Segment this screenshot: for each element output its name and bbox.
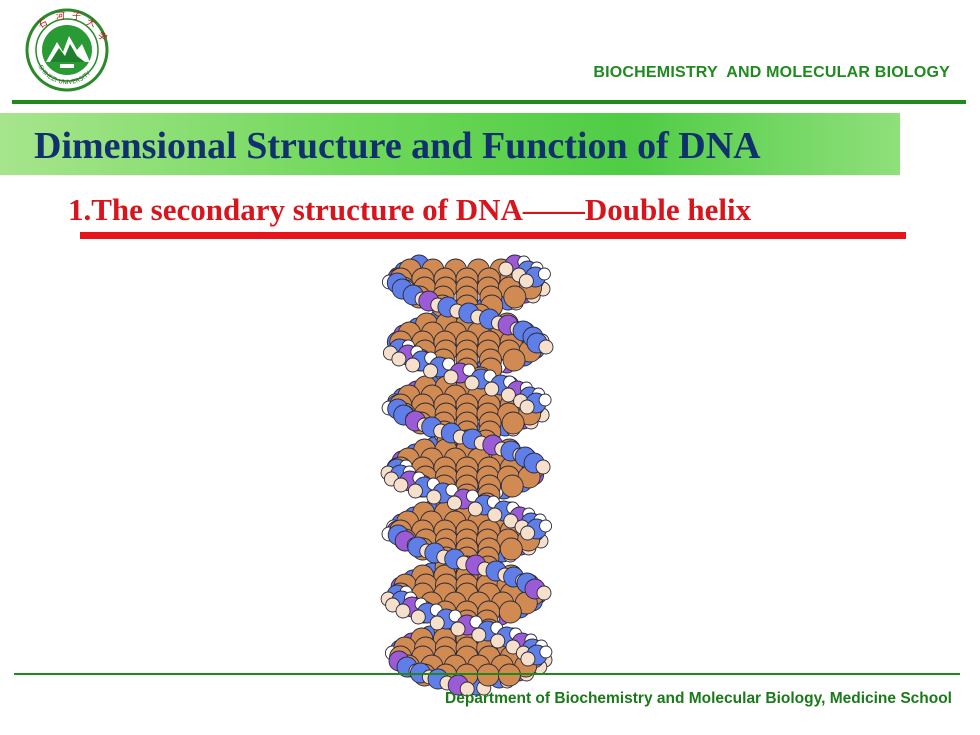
svg-text:子: 子 [72,11,81,22]
footer-department: Department of Biochemistry and Molecular… [445,690,952,707]
title-banner [0,113,900,175]
svg-text:石: 石 [37,18,49,31]
svg-text:大: 大 [85,16,98,30]
dna-double-helix-image [380,254,554,697]
footer-divider [14,673,960,675]
slide-subtitle: 1.The secondary structure of DNA——Double… [68,192,752,227]
university-seal-icon: 石 河 子 大 学 SHIHEZI UNIVERSITY [25,8,110,92]
course-title: BIOCHEMISTRY AND MOLECULAR BIOLOGY [593,64,950,81]
slide-title: Dimensional Structure and Function of DN… [34,125,761,167]
header-divider [12,100,966,104]
svg-text:河: 河 [56,10,65,22]
subtitle-underline [80,232,906,239]
